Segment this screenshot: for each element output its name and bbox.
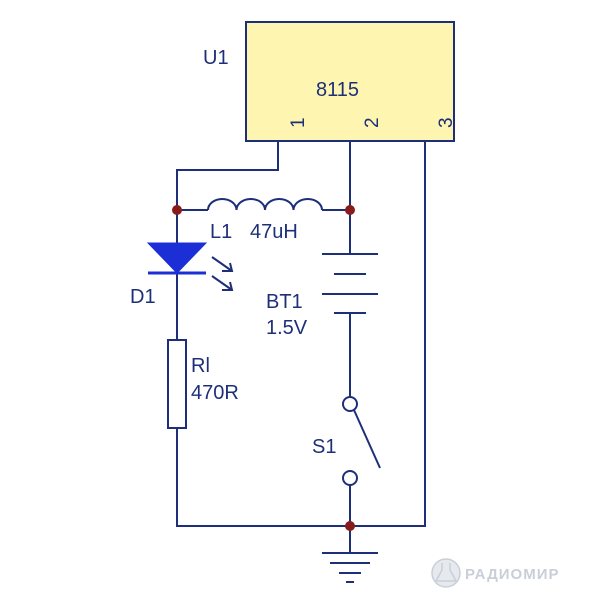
junction-dot bbox=[345, 205, 355, 215]
inductor-l1: L1 47uH bbox=[207, 198, 323, 243]
wire-pin1 bbox=[176, 141, 279, 210]
inductor-value-label: 47uH bbox=[250, 221, 298, 243]
led-ref-label: D1 bbox=[130, 286, 156, 308]
watermark-text: РАДИОМИР bbox=[465, 566, 560, 583]
ground-icon bbox=[322, 552, 378, 583]
led-d1: D1 bbox=[130, 242, 234, 308]
ic-part-label: 8115 bbox=[316, 79, 359, 101]
junctions bbox=[172, 205, 355, 531]
battery-value-label: 1.5V bbox=[266, 317, 308, 339]
battery-bt1: BT1 1.5V bbox=[266, 253, 378, 339]
resistor-value-label: 470R bbox=[191, 382, 239, 404]
switch-contact-bottom bbox=[342, 470, 358, 486]
resistor-body bbox=[167, 339, 187, 429]
ic-ref-label: U1 bbox=[203, 47, 229, 69]
light-emission-icon bbox=[211, 256, 234, 291]
ic-pin-3-label: 3 bbox=[436, 117, 457, 128]
resistor-ref-label: Rl bbox=[191, 355, 210, 377]
inductor-ref-label: L1 bbox=[210, 221, 232, 243]
ic-pin-2-label: 2 bbox=[362, 117, 383, 128]
ic-pin-1-label: 1 bbox=[288, 117, 309, 128]
junction-dot bbox=[345, 521, 355, 531]
switch-ref-label: S1 bbox=[312, 436, 336, 458]
ic-body bbox=[245, 21, 455, 142]
flask-icon bbox=[431, 558, 461, 588]
inductor-coil bbox=[207, 198, 323, 211]
led-triangle bbox=[146, 242, 208, 274]
switch-contact-top bbox=[342, 396, 358, 412]
resistor-r1: Rl 470R bbox=[167, 339, 239, 429]
battery-ref-label: BT1 bbox=[266, 291, 303, 313]
switch-lever bbox=[353, 409, 381, 469]
wire-pin3 bbox=[350, 141, 426, 527]
wires bbox=[176, 141, 426, 553]
junction-dot bbox=[172, 205, 182, 215]
watermark: РАДИОМИР bbox=[431, 558, 560, 588]
wire-r1-to-bottom bbox=[176, 428, 350, 527]
ic-u1: U1 8115 1 2 3 bbox=[203, 21, 457, 142]
switch-s1: S1 bbox=[312, 396, 381, 486]
